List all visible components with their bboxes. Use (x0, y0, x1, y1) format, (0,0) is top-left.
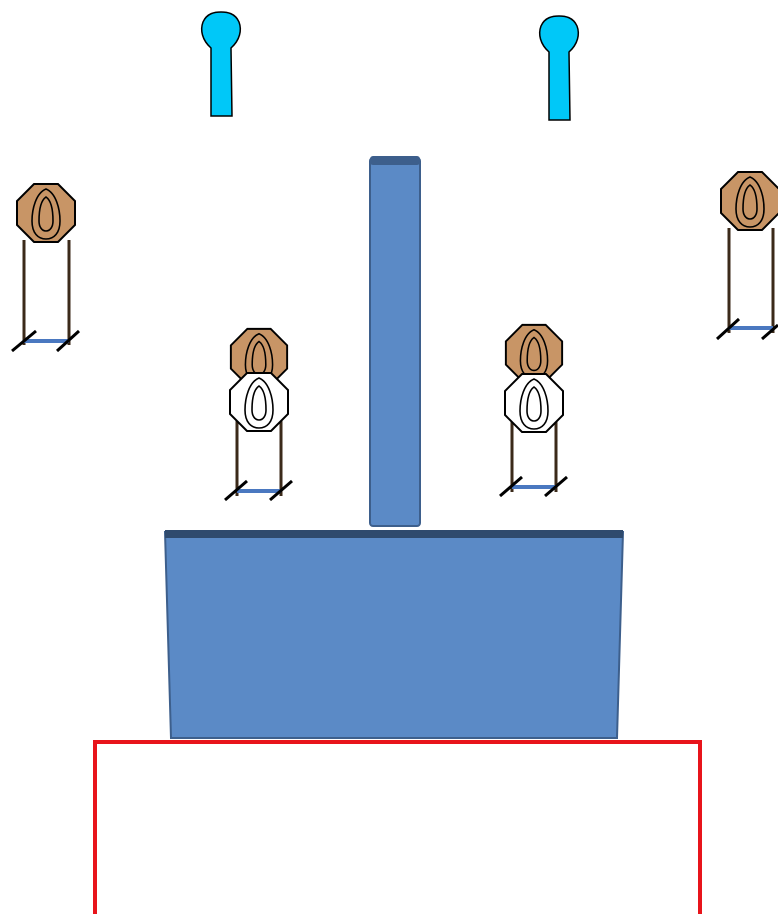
steel-target-right (504, 323, 564, 383)
barrier-wide (163, 530, 625, 739)
steel-target-far-right (720, 171, 778, 231)
steel-target-far-left (16, 183, 76, 243)
stand-right (499, 410, 568, 498)
shooting-box (93, 740, 702, 914)
barrier-vertical (369, 156, 421, 527)
paper-target-right (504, 373, 564, 433)
paper-target-left (229, 372, 289, 432)
stand-far-right (715, 228, 778, 341)
stand-left (224, 410, 293, 502)
stand-far-left (11, 240, 81, 353)
no-shoot-popper-right (538, 15, 580, 121)
no-shoot-popper-left (200, 11, 242, 117)
